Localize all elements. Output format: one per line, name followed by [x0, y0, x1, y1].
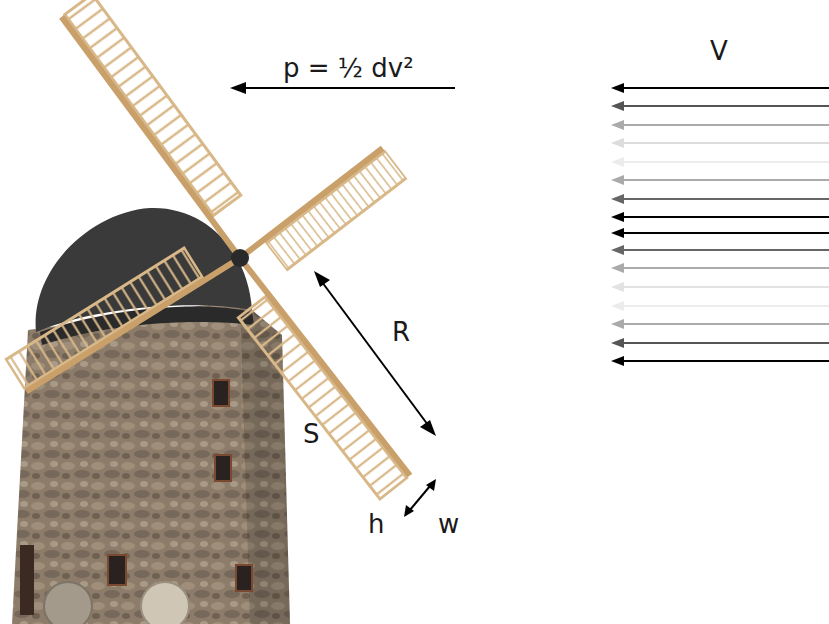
- wind-arrows: [611, 83, 829, 366]
- wind-speed-label: V: [710, 37, 728, 66]
- height-label: h: [368, 510, 384, 539]
- width-arrow: [404, 479, 436, 517]
- width-label: w: [438, 510, 459, 539]
- radius-arrow: [314, 271, 436, 436]
- pressure-arrow: [230, 82, 455, 94]
- formula-label: p = ½ dv²: [283, 54, 414, 83]
- radius-label: R: [392, 318, 410, 347]
- area-label: S: [303, 420, 320, 449]
